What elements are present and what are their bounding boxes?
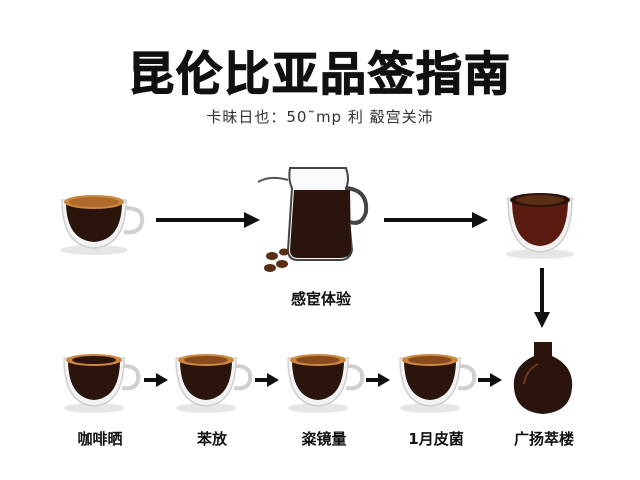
cup-icon-top-right xyxy=(506,193,574,259)
arrow-icon xyxy=(156,212,260,228)
page-title: 昆伦比亚品签指南 xyxy=(127,46,512,101)
arrow-down-icon xyxy=(534,268,550,328)
arrow-icon xyxy=(478,373,502,387)
arrow-icon xyxy=(144,373,168,387)
coffee-drop-icon xyxy=(513,342,573,414)
page-subtitle: 卡昧日也：50˜mp 利 觳宫关沛 xyxy=(206,108,434,126)
step-label-4: 1月皮菌 xyxy=(408,430,464,448)
step-label-2: 苯放 xyxy=(196,430,227,448)
arrow-icon xyxy=(255,373,279,387)
step-label-5: 广扬萃楼 xyxy=(513,430,574,448)
cup-icon-top-left xyxy=(60,195,145,255)
step-label-1: 咖啡晒 xyxy=(77,430,123,448)
cup-icon-2 xyxy=(175,354,253,413)
step-label-3: 粢镜量 xyxy=(301,430,347,448)
arrow-icon xyxy=(384,212,488,228)
sensory-label: 感宦体验 xyxy=(290,290,351,308)
cup-icon-3 xyxy=(287,354,365,413)
cup-icon-4 xyxy=(399,354,477,413)
arrow-icon xyxy=(366,373,390,387)
pour-over-kettle-icon xyxy=(257,167,369,272)
cup-icon-1 xyxy=(63,354,141,413)
